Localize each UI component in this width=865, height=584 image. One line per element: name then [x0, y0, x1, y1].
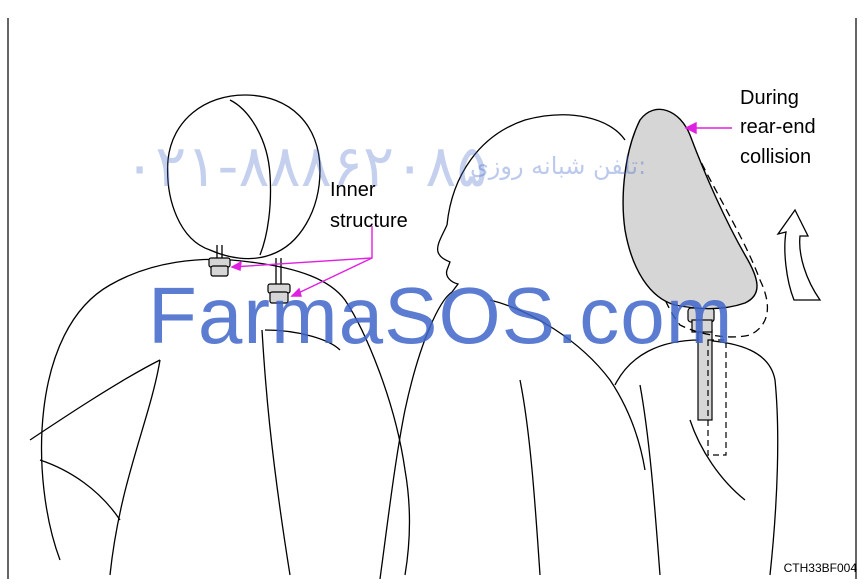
occupant-arm — [520, 380, 540, 575]
label-inner-structure-1: Inner — [330, 178, 376, 202]
label-inner-structure-2: structure — [330, 209, 408, 233]
right-seat — [615, 340, 778, 575]
right-seat-outline — [615, 340, 778, 575]
watermark-brand: FarmaSOS.com — [148, 270, 733, 362]
left-seat-seam-1 — [30, 360, 160, 440]
label-during-1: During — [740, 86, 799, 110]
watermark-phone-label: تلفن شبانه روزی: — [470, 152, 646, 180]
label-during-2: rear-end — [740, 115, 816, 139]
label-during-3: collision — [740, 145, 811, 169]
image-code: CTH33BF004 — [784, 561, 857, 575]
left-seat-seam-2 — [110, 360, 160, 575]
watermark-phone: ۰۲۱-۸۸۸۶۲۰۸۵ — [124, 132, 488, 200]
leader-arrowhead-1 — [232, 262, 241, 270]
left-seat-seam-5 — [40, 460, 120, 520]
left-seat-seam-4 — [262, 330, 290, 575]
collision-leader — [686, 123, 732, 133]
right-seat-seam-2 — [690, 420, 745, 500]
right-seat-seam — [640, 385, 660, 575]
motion-arrow-icon — [778, 210, 820, 300]
